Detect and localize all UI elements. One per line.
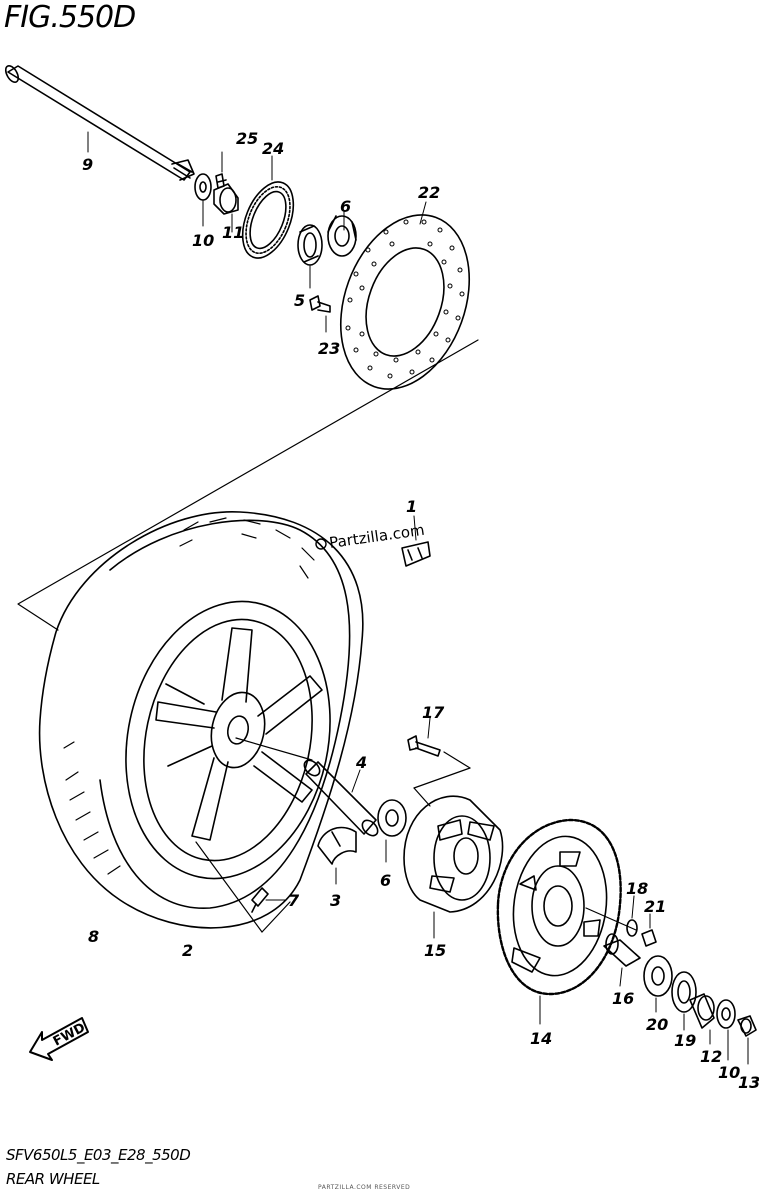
axle-nut[interactable] [737, 1015, 757, 1037]
callout-19[interactable]: 19 [674, 1031, 696, 1050]
callout-12[interactable]: 12 [700, 1047, 722, 1066]
callout-8[interactable]: 8 [88, 927, 99, 946]
brake-disc[interactable] [318, 197, 492, 407]
callout-25[interactable]: 25 [236, 129, 258, 148]
spacer-collar[interactable] [213, 183, 239, 215]
callout-20[interactable]: 20 [646, 1015, 668, 1034]
sprocket-nut[interactable] [641, 929, 657, 947]
rear-tyre[interactable] [38, 511, 364, 929]
callout-17[interactable]: 17 [422, 703, 445, 722]
sensor-rotor[interactable] [233, 175, 304, 266]
assembly-guide-lines [17, 339, 637, 933]
callout-10-left[interactable]: 10 [192, 231, 214, 250]
callout-6-lower[interactable]: 6 [380, 871, 391, 890]
callout-16[interactable]: 16 [612, 989, 634, 1008]
callout-5[interactable]: 5 [294, 291, 305, 310]
watermark: Partzilla.com [315, 521, 426, 552]
sensor-screw[interactable] [215, 173, 227, 189]
rear-axle[interactable] [3, 64, 195, 181]
callout-6-upper[interactable]: 6 [340, 197, 351, 216]
sprocket-oil-seal[interactable] [671, 971, 697, 1013]
watermark-text: Partzilla.com [328, 521, 426, 552]
sprocket-spacer[interactable] [603, 933, 641, 967]
rear-sprocket[interactable] [496, 818, 622, 996]
callout-2[interactable]: 2 [182, 941, 193, 960]
footnote: PARTZILLA.COM RESERVED [318, 1184, 411, 1191]
hub-spacer[interactable] [301, 757, 380, 838]
washer-left[interactable] [194, 173, 212, 201]
callout-15[interactable]: 15 [424, 941, 446, 960]
sprocket-washer[interactable] [626, 919, 638, 937]
callout-22[interactable]: 22 [418, 183, 440, 202]
washer-right[interactable] [716, 999, 736, 1029]
callout-3[interactable]: 3 [330, 891, 341, 910]
callout-1[interactable]: 1 [406, 497, 417, 516]
callout-23[interactable]: 23 [318, 339, 340, 358]
callout-4[interactable]: 4 [355, 753, 367, 772]
disc-bolt[interactable] [309, 295, 331, 313]
figure-code: SFV650L5_E03_E28_550D [6, 1146, 191, 1164]
callout-18[interactable]: 18 [626, 879, 648, 898]
axle-collar[interactable] [689, 993, 715, 1029]
wheel-rim[interactable] [101, 582, 355, 897]
callout-13[interactable]: 13 [738, 1073, 759, 1092]
oil-seal[interactable] [297, 224, 323, 266]
tyre-valve[interactable] [251, 887, 269, 913]
callout-9[interactable]: 9 [82, 155, 93, 174]
callout-21[interactable]: 21 [644, 897, 666, 916]
sprocket-drum[interactable] [403, 795, 504, 913]
bearing-lower[interactable] [377, 799, 407, 837]
sprocket-bearing[interactable] [643, 955, 673, 997]
forward-direction-arrow: FWD [29, 1017, 89, 1061]
callout-11[interactable]: 11 [222, 223, 244, 242]
bearing-upper[interactable] [327, 215, 357, 257]
callout-7[interactable]: 7 [288, 891, 300, 910]
sprocket-bolt[interactable] [407, 735, 441, 757]
callout-24[interactable]: 24 [262, 139, 284, 158]
callout-labels: 1 2 3 4 5 6 6 7 8 9 10 10 11 12 13 14 15… [82, 129, 759, 1092]
callout-14[interactable]: 14 [530, 1029, 552, 1048]
figure-title: FIG.550D [4, 0, 136, 35]
balance-weight[interactable] [401, 541, 431, 567]
figure-name: REAR WHEEL [6, 1170, 100, 1188]
cush-damper[interactable] [317, 826, 357, 865]
callout-10-right[interactable]: 10 [718, 1063, 740, 1082]
